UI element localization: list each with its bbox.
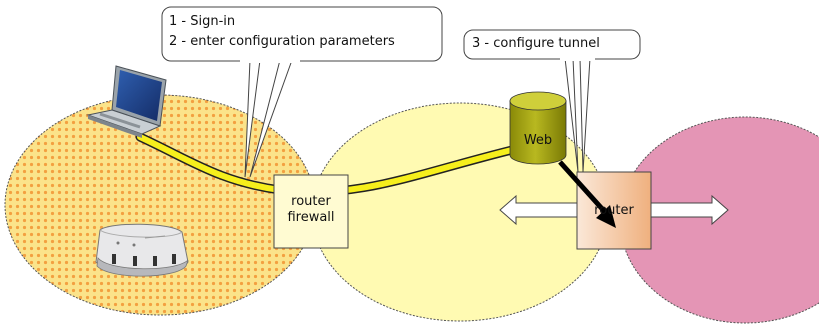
callout-configure-tunnel <box>463 29 641 173</box>
web-server-label: Web <box>523 133 553 148</box>
router-firewall-label-line2: firewall <box>287 210 335 225</box>
callout-config-params-line2: 2 - enter configuration parameters <box>169 34 395 49</box>
configure-arrow <box>558 160 607 214</box>
callout-sign-in-line1: 1 - Sign-in <box>169 14 236 29</box>
router-label: router <box>594 203 634 218</box>
callout-configure-tunnel-text: 3 - configure tunnel <box>472 36 600 51</box>
router-box <box>576 171 652 250</box>
router-firewall-box <box>273 174 349 249</box>
router-firewall-label-line1: router <box>291 194 331 209</box>
callout-sign-in <box>161 6 443 178</box>
modem-icon <box>95 223 189 277</box>
left-network-cloud <box>4 94 316 316</box>
web-server-icon <box>509 91 567 165</box>
laptop-icon <box>86 65 167 138</box>
